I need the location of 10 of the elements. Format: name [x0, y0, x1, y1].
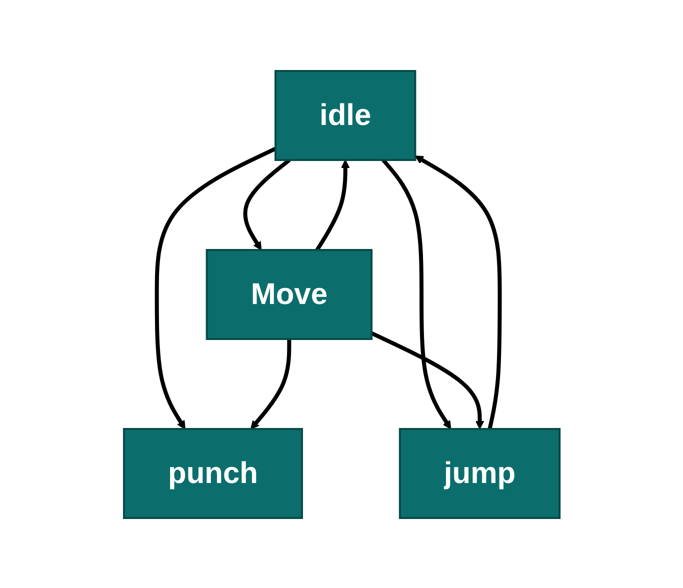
node-box: punch: [122, 428, 303, 518]
node-box: idle: [274, 70, 416, 160]
arrow: [250, 338, 291, 429]
arrow: [414, 155, 502, 429]
node-box: Move: [206, 248, 372, 340]
node-box: jump: [398, 428, 560, 518]
arrow: [381, 158, 451, 429]
arrow: [154, 146, 276, 429]
arrow: [370, 330, 484, 429]
arrow: [315, 159, 350, 251]
